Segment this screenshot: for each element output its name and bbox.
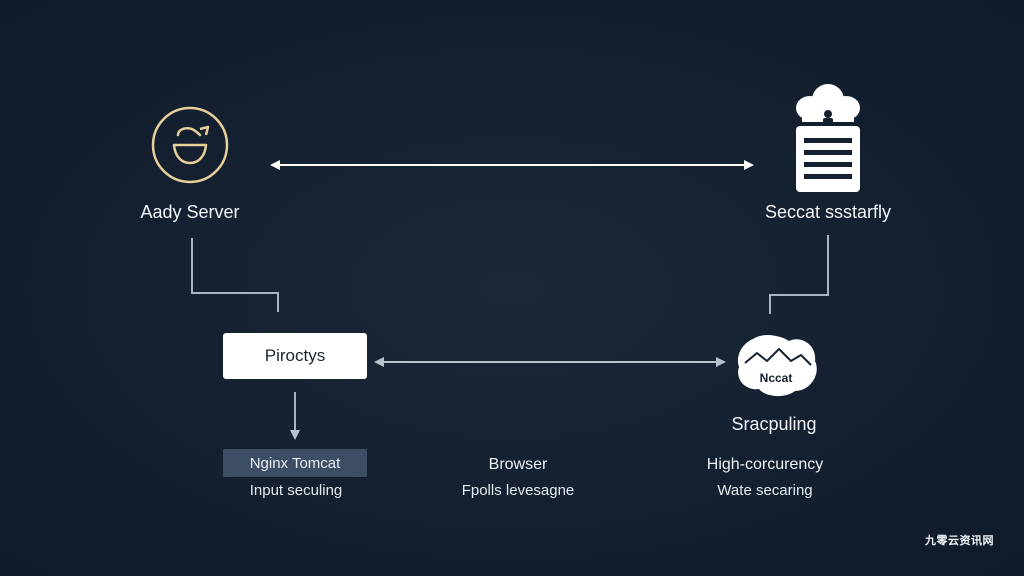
server-to-proxy-connector [191, 238, 279, 312]
concurrency-sublabel: Wate secaring [717, 482, 813, 499]
proxy-label: Piroctys [264, 346, 326, 365]
cloud-document-icon [796, 84, 860, 192]
browser-sublabel: Fpolls levesagne [461, 482, 575, 499]
nginx-box: Nginx Tomcat [223, 449, 367, 477]
concurrency-label: High-corcurency [706, 456, 824, 473]
proxy-box: Piroctys [223, 333, 367, 379]
server-label: Aady Server [140, 202, 240, 222]
nginx-label: Nginx Tomcat [249, 454, 341, 472]
cloud-node-label: Sracpuling [731, 414, 817, 434]
browser-label: Browser [488, 456, 548, 473]
storage-label: Seccat ssstarfly [764, 202, 892, 222]
nginx-sublabel: Input seculing [249, 482, 343, 499]
cloud-blob-icon [737, 335, 817, 397]
cloud-node-badge: Nccat [759, 371, 793, 385]
tunnel-circle-icon [151, 106, 229, 184]
storage-to-cloud-connector [769, 235, 829, 314]
watermark: 九零云资讯网 [925, 535, 994, 547]
